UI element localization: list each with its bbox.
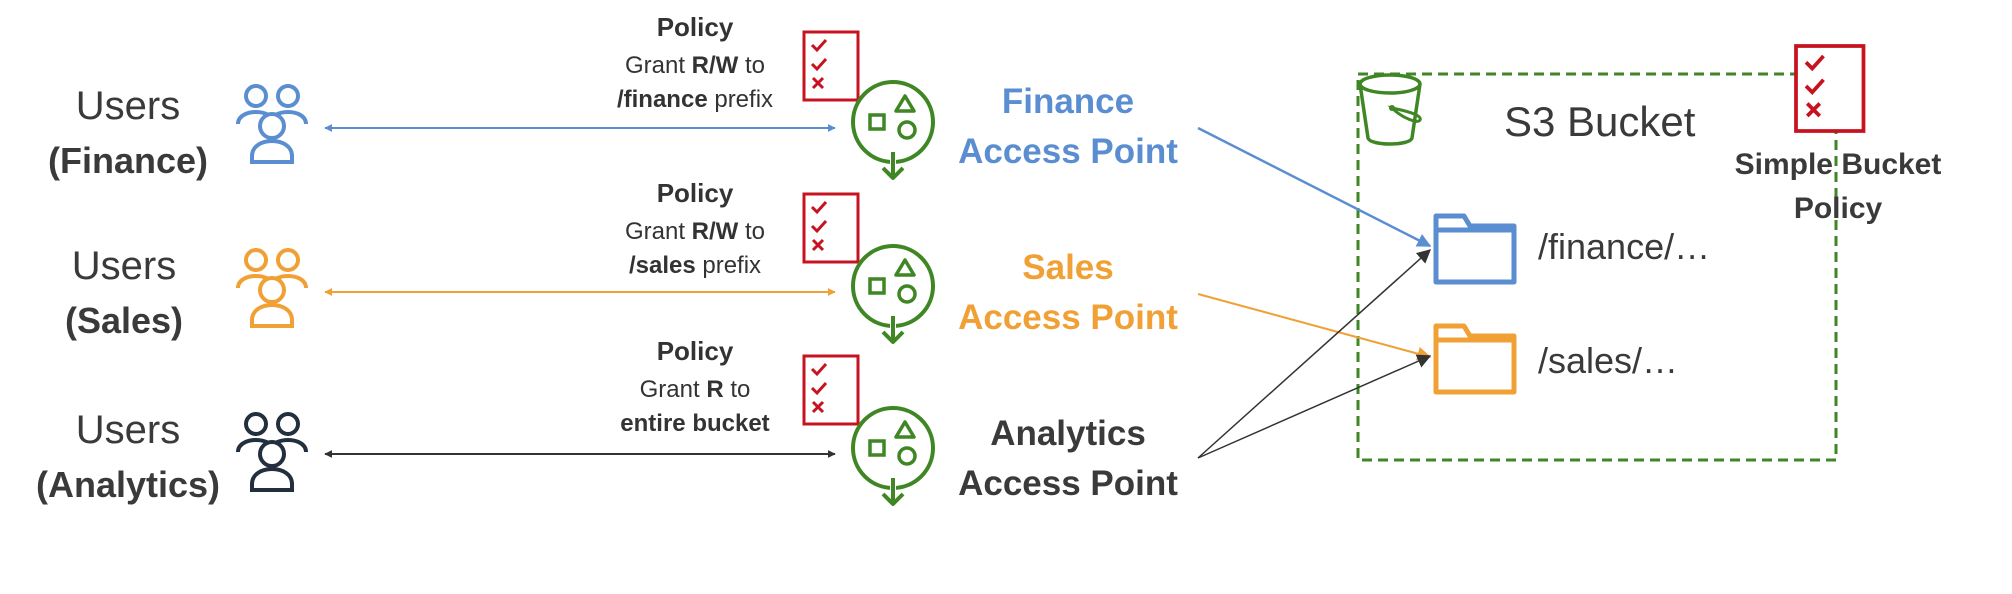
- policy-grant-line: Grant R to: [639, 376, 751, 403]
- users-group-icon: [236, 248, 308, 328]
- access-point-icon: [851, 80, 935, 180]
- analytics-ap-to-sales-arrow: [1197, 354, 1432, 459]
- users-sales-group: (Sales): [64, 300, 184, 341]
- bucket-policy-label-line2: Policy: [1793, 192, 1883, 225]
- analytics-access-point-subtitle: Access Point: [958, 464, 1178, 503]
- policy-title: Policy: [656, 336, 734, 366]
- s3-bucket-icon: [1358, 73, 1422, 146]
- users-sales-label: Users: [71, 244, 177, 288]
- access-point-icon: [851, 406, 935, 506]
- sales-ap-to-prefix-arrow: [1197, 293, 1432, 361]
- policy-title: Policy: [656, 178, 734, 208]
- users-finance-group: (Finance): [47, 140, 208, 181]
- access-point-icon: [851, 244, 935, 344]
- bucket-policy-checklist-icon: [1794, 44, 1866, 133]
- policy-scope-line: /finance prefix: [616, 86, 774, 113]
- policy-grant-line: Grant R/W to: [624, 218, 766, 245]
- sales-access-point-title: Sales: [1022, 248, 1114, 287]
- users-finance-label: Users: [75, 84, 181, 128]
- folder-icon: [1436, 216, 1514, 282]
- users-analytics-group: (Analytics): [35, 464, 221, 505]
- finance-ap-to-prefix-arrow: [1197, 126, 1432, 248]
- policy-title: Policy: [656, 12, 734, 42]
- analytics-ap-to-finance-arrow: [1197, 249, 1432, 459]
- users-analytics-label: Users: [75, 408, 181, 452]
- finance-access-point-subtitle: Access Point: [958, 132, 1178, 171]
- policy-scope-line: /sales prefix: [628, 252, 762, 279]
- policy-scope-line: entire bucket: [620, 410, 770, 437]
- sales-access-point-subtitle: Access Point: [958, 298, 1178, 337]
- users-group-icon: [236, 412, 308, 492]
- policy-grant-line: Grant R/W to: [624, 52, 766, 79]
- s3-bucket-title: S3 Bucket: [1504, 98, 1696, 145]
- finance-access-point-title: Finance: [1001, 82, 1135, 121]
- bucket-policy-label: Simple Bucket: [1734, 148, 1942, 181]
- users-group-icon: [236, 84, 308, 164]
- analytics-access-point-title: Analytics: [990, 414, 1146, 453]
- finance-prefix-label: /finance/…: [1538, 226, 1711, 267]
- sales-prefix-label: /sales/…: [1538, 340, 1679, 381]
- folder-icon: [1436, 326, 1514, 392]
